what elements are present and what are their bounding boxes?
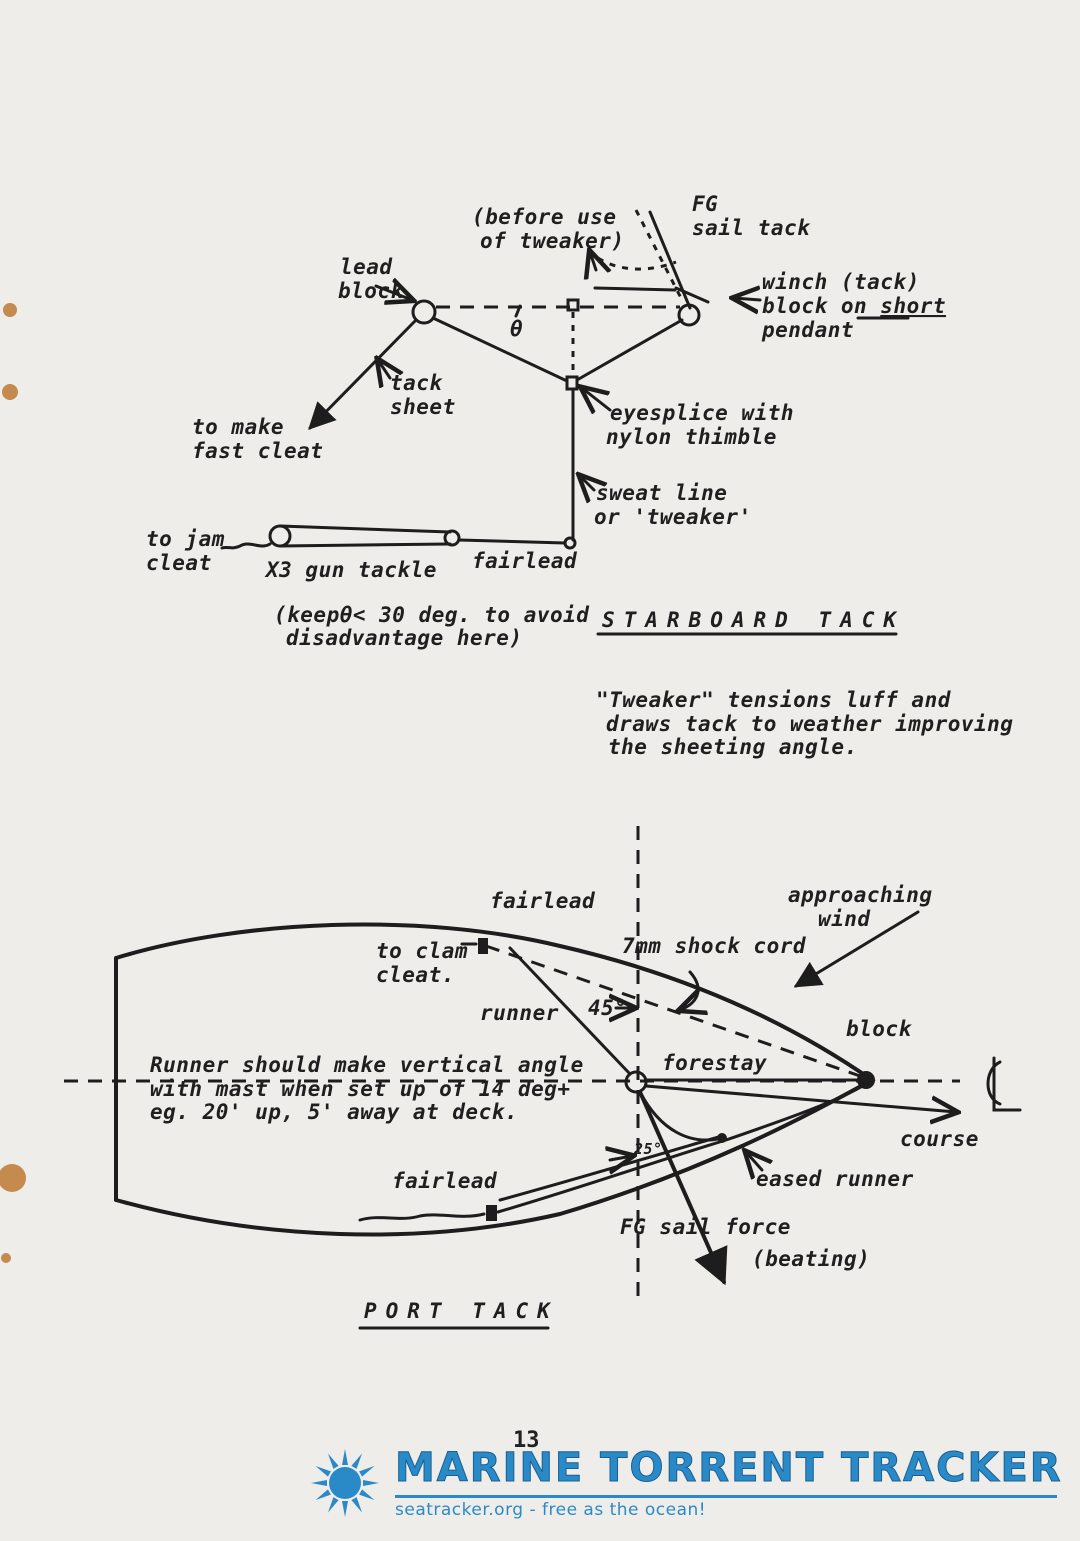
- keep-theta-label: (keepθ< 30 deg. to avoid: [274, 603, 590, 627]
- fairlead-bottom-label: fairlead: [392, 1169, 498, 1193]
- thimble-before-icon: [566, 298, 580, 312]
- logo-subtitle: seatracker.org - free as the ocean!: [395, 1500, 707, 1520]
- to-jam-label: to jam: [146, 527, 225, 551]
- shock-cord-label: 7mm shock cord: [622, 934, 807, 958]
- port-tack-heading: PORT TACK: [364, 1299, 559, 1323]
- sun-logo-icon: [311, 1449, 379, 1517]
- block-on-label: block on short: [762, 294, 946, 318]
- forestay-icon: [624, 1070, 648, 1094]
- beating-label: (beating): [752, 1247, 870, 1271]
- clam-cleat-label: cleat.: [376, 963, 455, 987]
- starboard-tack-heading: STARBOARD TACK: [602, 608, 905, 632]
- make-fast-arrow: [308, 318, 418, 430]
- runner-note-line2: with mast when set up of 14 deg+: [150, 1077, 571, 1101]
- lead-block-icon: [411, 299, 437, 325]
- wind-arrow: [793, 910, 920, 988]
- sail-force-arrow: [638, 1090, 728, 1286]
- fairlead-top-icon: [478, 938, 488, 954]
- tweaker-note-line2: draws tack to weather improving: [606, 712, 1013, 736]
- theta-label: θ: [510, 317, 523, 341]
- starboard-tack-diagram: [220, 209, 898, 636]
- logo-underline: [395, 1495, 1057, 1498]
- tweaker-note-line1: "Tweaker" tensions luff and: [596, 688, 952, 712]
- cleat-label: cleat: [146, 551, 212, 575]
- of-tweaker-label: of tweaker): [480, 229, 625, 253]
- disadvantage-label: disadvantage here): [286, 626, 523, 650]
- runner-note-line3: eg. 20' up, 5' away at deck.: [150, 1100, 518, 1124]
- nylon-thimble-label: nylon thimble: [606, 425, 777, 449]
- binder-marks: [0, 303, 26, 1263]
- fg-label: FG: [692, 192, 718, 216]
- eased-runner-label: eased runner: [756, 1167, 914, 1191]
- runner-label: runner: [480, 1001, 559, 1025]
- block-label: block: [338, 279, 405, 303]
- wind-label: wind: [818, 907, 871, 931]
- gun-tackle-label: X3 gun tackle: [264, 558, 437, 582]
- fairlead-label: fairlead: [472, 549, 578, 573]
- centerline-icon: [986, 1056, 1022, 1112]
- forestay-label: forestay: [662, 1051, 767, 1075]
- jam-cleat-tail: [220, 542, 272, 550]
- before-use-label: (before use: [472, 205, 617, 229]
- angle-25-label: 25°: [633, 1140, 663, 1158]
- gun-tackle-block-icon: [268, 524, 292, 548]
- block-label-port: block: [846, 1017, 913, 1041]
- sweat-line-label: sweat line: [596, 481, 727, 505]
- bow-block-icon: [857, 1071, 875, 1089]
- eyesplice-label: eyesplice with: [610, 401, 794, 425]
- eyesplice-icon: [565, 375, 579, 391]
- approaching-label: approaching: [788, 883, 933, 907]
- course-label: course: [900, 1127, 979, 1151]
- pendant-label: pendant: [761, 318, 854, 342]
- starboard-labels: FG sail tack (before use of tweaker) lea…: [146, 192, 1013, 759]
- logo-title: MARINE TORRENT TRACKER: [395, 1445, 1063, 1492]
- fg-sail-force-label: FG sail force: [620, 1215, 791, 1239]
- to-make-label: to make: [192, 415, 284, 439]
- port-labels: fairlead approaching wind to clam cleat.…: [150, 883, 979, 1323]
- fast-cleat-label: fast cleat: [192, 439, 323, 463]
- or-tweaker-label: or 'tweaker': [594, 505, 752, 529]
- tweaker-note-line3: the sheeting angle.: [608, 735, 858, 759]
- to-clam-label: to clam: [376, 939, 468, 963]
- fairlead-bottom-icon: [486, 1205, 497, 1221]
- course-arrow: [644, 1084, 956, 1112]
- sheet-label: sheet: [390, 395, 456, 419]
- fairlead-top-label: fairlead: [490, 889, 596, 913]
- marine-torrent-tracker-logo: MARINE TORRENT TRACKER seatracker.org - …: [305, 1445, 1065, 1525]
- angle-45-label: 45°: [588, 996, 627, 1020]
- sail-tack-label: sail tack: [692, 216, 811, 240]
- runner-note-line1: Runner should make vertical angle: [150, 1053, 584, 1077]
- tack-label: tack: [390, 371, 443, 395]
- page-number: 13: [513, 1428, 540, 1453]
- port-tack-diagram: [64, 826, 1022, 1330]
- winch-tack-label: winch (tack): [762, 270, 920, 294]
- lead-label: lead: [340, 255, 393, 279]
